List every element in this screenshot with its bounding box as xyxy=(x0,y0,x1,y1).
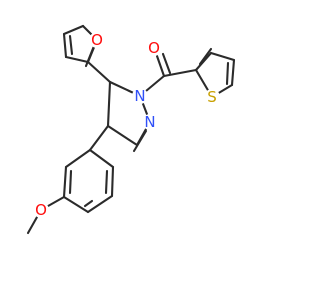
bond xyxy=(86,194,114,214)
carbonyl-oxygen-label: O xyxy=(148,39,160,57)
atom-thiophene-sulfur: S xyxy=(204,88,220,106)
methoxy-oxygen-label: O xyxy=(35,201,47,219)
bond xyxy=(62,165,68,199)
double-bond xyxy=(68,169,73,195)
bond xyxy=(64,148,92,169)
double-bond xyxy=(132,129,148,153)
bond xyxy=(62,24,85,36)
bond xyxy=(62,195,90,214)
atom-methoxy-oxygen: O xyxy=(33,201,49,219)
double-bond xyxy=(68,34,74,56)
atom-pyrazoline-n1: N xyxy=(132,87,148,105)
atom-pyrazoline-n2: N xyxy=(142,113,158,131)
pyrazoline-n2-label: N xyxy=(144,113,155,131)
atom-carbonyl-oxygen: O xyxy=(146,39,162,57)
double-bond xyxy=(161,52,172,75)
furan-oxygen-label: O xyxy=(91,31,103,49)
double-bond xyxy=(83,199,94,208)
double-bond xyxy=(198,47,213,66)
bond xyxy=(209,51,236,62)
double-bond xyxy=(155,54,166,78)
bond xyxy=(230,58,236,87)
pyrazoline-n1-label: N xyxy=(134,87,145,105)
thiophene-sulfur-label: S xyxy=(207,88,217,106)
bond xyxy=(106,124,139,147)
benzene-ring xyxy=(62,148,115,214)
double-bond xyxy=(104,169,109,195)
double-bond xyxy=(225,61,230,86)
bond xyxy=(64,55,90,64)
molecule-structure: O O N N S O xyxy=(26,24,236,235)
bond xyxy=(194,51,213,72)
bond xyxy=(88,124,110,152)
atom-furan-oxygen: O xyxy=(89,31,105,49)
bond xyxy=(86,60,112,84)
bond xyxy=(110,165,115,198)
bond xyxy=(106,80,112,128)
bond xyxy=(162,68,198,78)
bond xyxy=(62,32,68,59)
bond xyxy=(88,148,115,169)
